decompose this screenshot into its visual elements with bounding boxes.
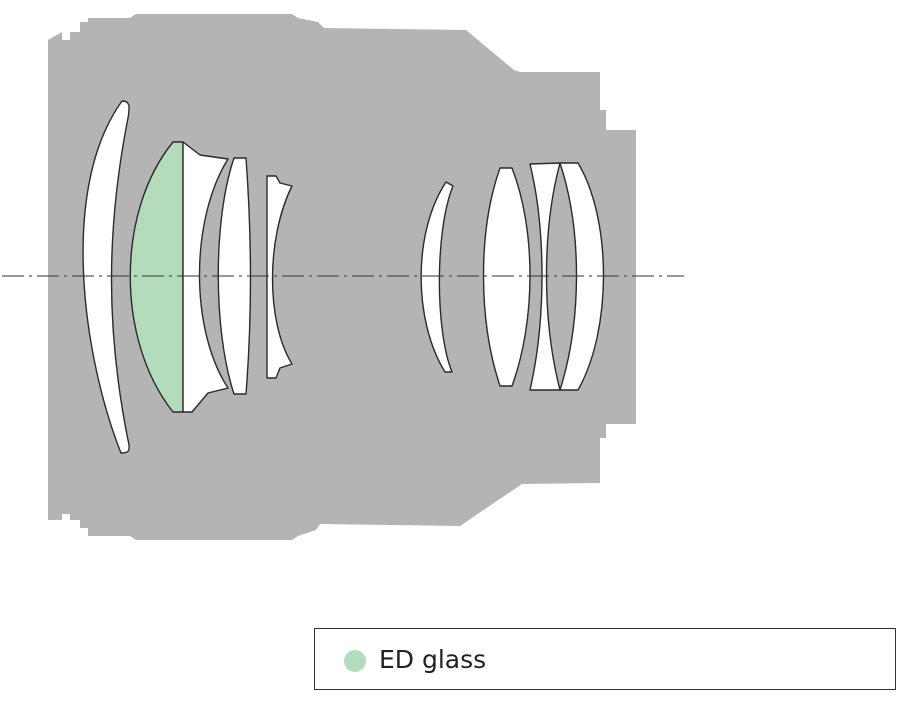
lens-element-1 (82, 100, 130, 454)
lens-element-2-ed-glass (129, 141, 184, 413)
lens-element-6 (420, 181, 454, 373)
ed-glass-swatch (344, 650, 366, 672)
legend: ED glass (314, 628, 896, 690)
lens-element-4 (217, 157, 252, 395)
lens-element-3 (182, 141, 229, 413)
legend-label-ed-glass: ED glass (379, 645, 487, 674)
lens-element-7 (482, 167, 531, 387)
lens-element-5 (266, 175, 293, 379)
